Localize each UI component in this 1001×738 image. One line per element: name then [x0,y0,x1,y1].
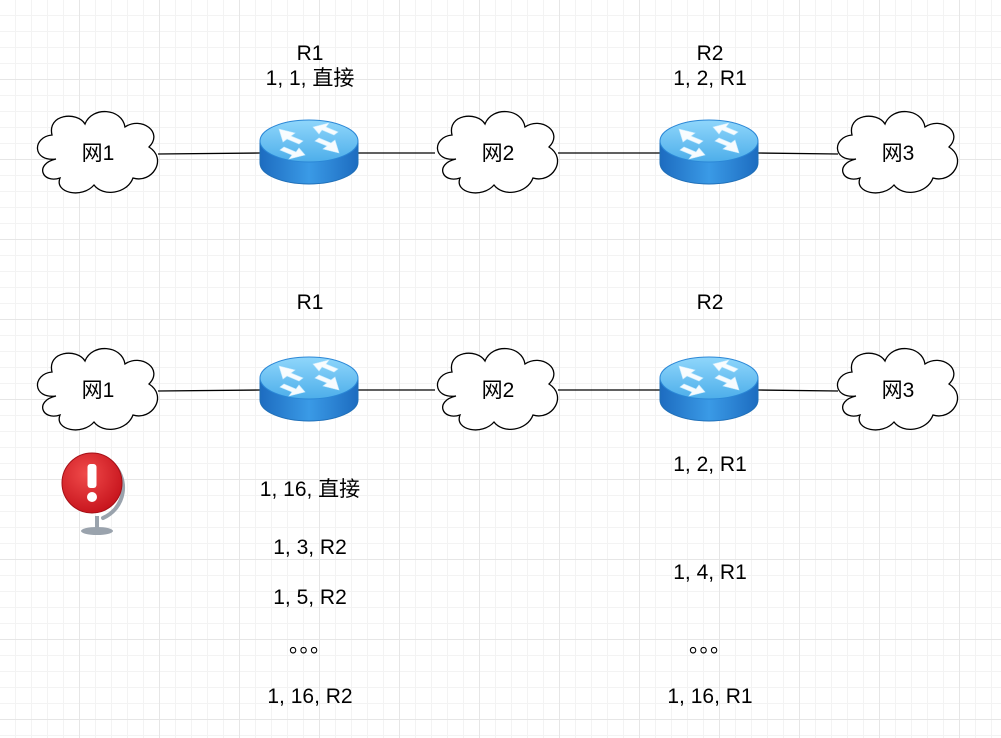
r1-route-entry: 1, 16, R2 [267,685,353,708]
link-net1-r1-top [157,152,261,155]
bottom-links [157,389,839,392]
router-r1-label-top: R1 [296,42,324,65]
router-r2-route-top: 1, 2, R1 [673,67,747,90]
r1-route-entry: 1, 3, R2 [273,536,347,559]
network-net3-label-bottom: 网3 [881,379,915,402]
network-net2-label-top: 网2 [481,142,515,165]
router-r1-label-bottom: R1 [296,291,324,314]
router-r2-label-bottom: R2 [696,291,724,314]
network-net2-label-bottom: 网2 [481,379,515,402]
r2-route-entry: 1, 2, R1 [673,453,747,476]
link-r2-net3-top [757,152,839,155]
r2-route-ellipsis: 。。。 [689,634,731,657]
router-icon-r2-bottom [659,356,759,422]
network-net1-label-bottom: 网1 [81,379,115,402]
r1-route-ellipsis: 。。。 [289,634,331,657]
warning-exclamation-icon [61,452,126,535]
r2-route-entry: 1, 16, R1 [667,685,753,708]
r2-route-entry: 1, 4, R1 [673,561,747,584]
router-r1-route-top: 1, 1, 直接 [265,67,355,90]
router-r2-label-top: R2 [696,42,724,65]
network-net1-label-top: 网1 [81,142,115,165]
network-net3-label-top: 网3 [881,142,915,165]
router-icon-r2-top [659,119,759,185]
router-icon-r1-top [259,119,359,185]
r1-route-entry: 1, 5, R2 [273,586,347,609]
link-r2-net3-bottom [757,389,839,392]
top-links [157,152,839,155]
router-icon-r1-bottom [259,356,359,422]
link-net1-r1-bottom [157,389,261,392]
r1-route-entry: 1, 16, 直接 [259,478,361,501]
